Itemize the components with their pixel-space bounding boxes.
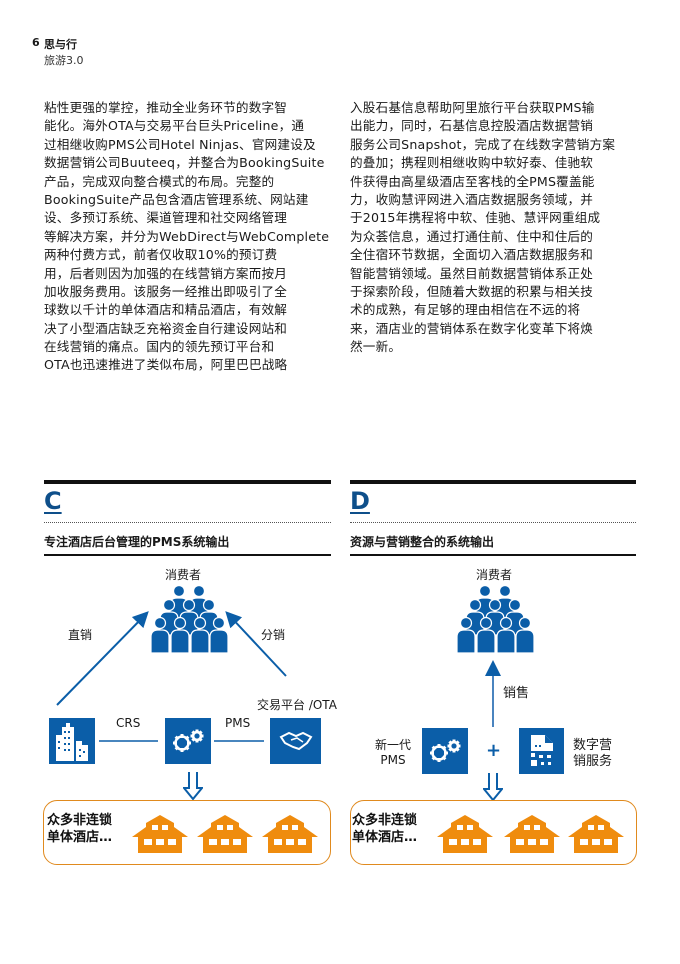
digital-line2: 销服务 (573, 754, 613, 769)
text-line: 术的成熟，有足够的理由相信在不远的将 (350, 302, 581, 318)
consumers-label: 消费者 (476, 568, 513, 582)
platform-ota-label: 交易平台 /OTA (257, 698, 337, 712)
section-title: 思与行 (44, 38, 77, 51)
new-pms-line1: 新一代 (375, 738, 412, 752)
hotel-house-icon (437, 815, 493, 853)
digital-line1: 数字营 (573, 738, 613, 753)
text-line: OTA也迅速推进了类似布局，阿里巴巴战略 (44, 357, 288, 373)
distribution-label: 分销 (261, 628, 286, 642)
text-line: 两种付费方式，前者仅收取10%的预订费 (44, 247, 278, 263)
text-line: 能化。海外OTA与交易平台巨头Priceline，通 (44, 118, 305, 134)
gears-icon (165, 718, 211, 764)
figure-d-title: 资源与营销整合的系统输出 (350, 535, 495, 549)
text-line: 的叠加；携程则相继收购中软好泰、佳驰软 (350, 155, 594, 171)
text-line: 出能力，同时，石基信息控股酒店数据营销 (350, 118, 594, 134)
text-line: 等解决方案，并分为WebDirect与WebComplete (44, 228, 330, 244)
plus-sign: + (486, 740, 502, 761)
text-line: 全住宿环节数据，全面切入酒店数据服务和 (350, 247, 594, 263)
text-line: 粘性更强的掌控，推动全业务环节的数字智 (44, 100, 288, 115)
text-line: 智能营销领域。虽然目前数据营销体系正处 (350, 265, 594, 281)
text-line: 然一新。 (350, 339, 402, 355)
text-line: 决了小型酒店缺乏充裕资金自行建设网站和 (44, 320, 288, 336)
text-line: 在线营销的痛点。国内的领先预订平台和 (44, 339, 275, 355)
text-line: 来，酒店业的营销体系在数字化变革下将焕 (350, 320, 594, 336)
hotel-house-icon (197, 815, 253, 853)
figure-d-top-bar (350, 480, 636, 484)
digital-marketing-icon (519, 728, 564, 774)
text-line: 球数以千计的单体酒店和精品酒店，有效解 (44, 302, 288, 318)
hotels-label-line2: 单体酒店… (352, 830, 418, 845)
divider (44, 522, 331, 523)
consumers-icon (150, 585, 228, 661)
text-line: 于2015年携程将中软、佳驰、慧评网重组成 (350, 210, 601, 226)
crs-label: CRS (116, 716, 141, 730)
distribution-arrow (225, 611, 287, 677)
text-line: 力，收购慧评网进入酒店数据服务领域，并 (350, 191, 594, 207)
left-column-text: 粘性更强的掌控，推动全业务环节的数字智能化。海外OTA与交易平台巨头Pricel… (44, 99, 329, 375)
text-line: 产品，完成双向整合模式的布局。完整的 (44, 173, 275, 189)
figure-c-top-bar (44, 480, 331, 484)
divider (44, 554, 331, 556)
independent-hotels-box (350, 800, 637, 865)
sales-label: 销售 (503, 686, 530, 701)
text-line: 设、多预订系统、渠道管理和社交网络管理 (44, 210, 288, 226)
handshake-icon (270, 718, 321, 764)
page-number: 6 (32, 36, 40, 49)
consumers-label: 消费者 (165, 568, 202, 582)
figure-c-title: 专注酒店后台管理的PMS系统输出 (44, 535, 230, 549)
right-column-text: 入股石基信息帮助阿里旅行平台获取PMS输出能力，同时，石基信息控股酒店数据营销服… (350, 99, 615, 356)
direct-arrow (56, 611, 149, 706)
text-line: 加收服务费用。该服务一经推出即吸引了全 (44, 283, 288, 299)
text-line: 为众荟信息，通过打通住前、住中和住后的 (350, 228, 594, 244)
figure-d-letter: D (350, 487, 370, 515)
hotels-label-line2: 单体酒店… (47, 830, 113, 845)
text-line: 于探索阶段，但随着大数据的积累与相关技 (350, 283, 594, 299)
hotel-house-icon (262, 815, 318, 853)
hotel-house-icon (568, 815, 624, 853)
new-pms-line2: PMS (380, 753, 406, 767)
independent-hotels-box (43, 800, 331, 865)
hotel-house-icon (504, 815, 560, 853)
hotel-house-icon (132, 815, 188, 853)
gears-icon (422, 728, 468, 774)
text-line: BookingSuite产品包含酒店管理系统、网站建 (44, 191, 309, 207)
text-line: 用，后者则因为加强的在线营销方案而按月 (44, 265, 288, 281)
divider (350, 554, 636, 556)
pms-label: PMS (225, 716, 251, 730)
text-line: 件获得由高星级酒店至客栈的全PMS覆盖能 (350, 173, 595, 189)
hotels-label-line1: 众多非连锁 (47, 813, 113, 828)
down-arrow-icon (183, 772, 203, 800)
direct-sales-label: 直销 (68, 628, 93, 642)
divider (350, 522, 636, 523)
text-line: 过相继收购PMS公司Hotel Ninjas、官网建设及 (44, 136, 316, 152)
text-line: 数据营销公司Buuteeq，并整合为BookingSuite (44, 155, 325, 171)
section-subtitle: 旅游3.0 (44, 54, 84, 67)
hotels-label-line1: 众多非连锁 (352, 813, 418, 828)
figure-c-letter: C (44, 487, 62, 515)
digital-marketing-label: 数字营销服务 (573, 738, 612, 770)
consumers-icon (456, 585, 534, 661)
text-line: 服务公司Snapshot，完成了在线数字营销方案 (350, 136, 616, 152)
hotel-building-icon (49, 718, 95, 764)
text-line: 入股石基信息帮助阿里旅行平台获取PMS输 (350, 100, 595, 115)
down-arrow-icon (483, 773, 503, 801)
